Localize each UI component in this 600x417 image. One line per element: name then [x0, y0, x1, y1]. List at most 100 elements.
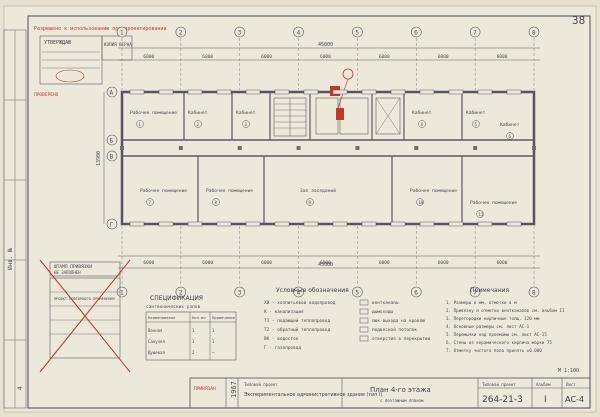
room-name: Кабинет — [236, 109, 256, 116]
spec-cell: — — [212, 350, 215, 355]
axis-bubble — [352, 286, 363, 298]
legend-item: Т2 - обратный теплопровод — [264, 326, 330, 333]
axis-bubble — [106, 150, 118, 162]
window — [187, 89, 203, 95]
title-sheet-name: План 4-го этажа — [370, 386, 431, 394]
room-number: 10 — [419, 200, 424, 205]
title-year: 1967 — [230, 381, 238, 398]
axis-label: 2 — [179, 30, 183, 37]
copy-stamp-text: КОПИЯ ВЕРНА — [104, 42, 132, 47]
axis-label: 5 — [355, 290, 359, 297]
note-item: 5. Перемычки над проемами см. лист АС-15 — [446, 332, 547, 337]
axis-label: 8 — [532, 30, 536, 37]
spec-cell: Душевая — [148, 350, 165, 355]
title-album-label: Альбом — [536, 382, 551, 387]
legend-item: вентканалы — [372, 301, 399, 306]
south-windows — [129, 221, 522, 227]
legend-symbol — [359, 326, 369, 333]
segment-dimension: 6000 — [320, 260, 331, 266]
axis-bubble — [469, 286, 481, 298]
room-number: 11 — [479, 212, 484, 217]
legend-item: отверстия в перекрытии — [372, 337, 431, 342]
axis-label: 3 — [238, 30, 242, 37]
specification-table: СПЕЦИФИКАЦИЯ сантехнических узлов Наимен… — [145, 295, 237, 361]
room-number: 1 — [139, 122, 142, 127]
window — [477, 89, 493, 95]
window — [390, 221, 406, 227]
axis-bubble — [175, 26, 187, 38]
note-item: 3. Перегородки кирпичные толщ. 120 мм — [446, 316, 540, 321]
room-number-marker — [418, 120, 426, 128]
axis-bubble — [106, 86, 118, 98]
side-inventory-number: 4 — [17, 386, 24, 390]
column — [178, 146, 183, 150]
room-number: 7 — [149, 200, 152, 205]
spec-cell: Ванная — [148, 328, 162, 333]
round-seal-icon — [55, 69, 85, 83]
approval-stamp-group: Разрешено к использованию при проектиров… — [34, 26, 166, 98]
room-labels: Рабочее помещение1Кабинет2Кабинет3Кабине… — [130, 109, 520, 218]
column — [355, 146, 360, 150]
notes: Примечания 1. Размеры в мм, отметки в м2… — [446, 287, 565, 353]
axis-label: 8 — [532, 290, 536, 297]
window — [274, 221, 290, 227]
window — [448, 221, 464, 227]
column — [237, 146, 242, 150]
title-block-frame — [189, 377, 591, 409]
red-correction-mark — [336, 108, 344, 120]
legend-items: ХВ - хозпитьевой водопровод К - канализац… — [264, 300, 336, 351]
room-number-marker — [476, 210, 484, 218]
axis-label: 3 — [238, 290, 242, 297]
room-number: 5 — [475, 122, 478, 127]
room-name: Рабочее помещение — [410, 187, 457, 194]
bottom-overall-dimension: 45000 — [318, 262, 333, 268]
window — [303, 89, 319, 95]
window — [361, 89, 377, 95]
room-number: 6 — [509, 134, 512, 139]
axis-bubble — [528, 286, 540, 298]
paper-sheet — [3, 5, 597, 413]
archive-stamp-text: ПРОВЕРЕНО — [34, 92, 59, 98]
spec-header: Примечание — [212, 315, 236, 320]
spec-cell: 1 — [212, 328, 215, 333]
axis-label: 7 — [473, 290, 477, 297]
legend-item: Т1 - подающий теплопровод — [264, 318, 330, 324]
axis-label: А — [110, 90, 114, 97]
legend-item: ХВ - хозпитьевой водопровод — [264, 300, 336, 306]
title-album: I — [544, 395, 547, 405]
title-building: Экспериментальное административное здани… — [244, 392, 382, 398]
window — [477, 221, 493, 227]
legend-item: ВК - водосток — [264, 336, 299, 342]
window — [303, 221, 319, 227]
axis-label: Б — [110, 138, 114, 145]
axis-bubble — [175, 286, 187, 298]
room-number: 8 — [215, 200, 218, 205]
room-name: Кабинет — [500, 121, 520, 128]
title-project-label: Типовой проект — [482, 382, 516, 387]
floor-plan: Рабочее помещение1Кабинет2Кабинет3Кабине… — [120, 68, 536, 227]
title-project-type: Типовой проект — [244, 382, 278, 387]
window — [216, 221, 232, 227]
crossed-stamp-line1: ШТАМП ПРИВЯЗКИ — [54, 264, 92, 270]
legend-item: подвесной потолок — [372, 327, 417, 333]
service-room — [375, 97, 401, 135]
room-number-marker — [506, 132, 514, 140]
room-number: 9 — [309, 200, 312, 205]
segment-dimension: 6000 — [202, 54, 213, 60]
legend-item: К - канализация — [264, 309, 304, 315]
scale-label: М 1:100 — [558, 368, 579, 374]
axis-bubble — [528, 26, 540, 38]
spec-cell: Санузел — [148, 339, 165, 344]
window — [158, 89, 174, 95]
legend-symbol — [359, 335, 369, 342]
depth-dimension: 13900 — [96, 151, 102, 166]
axis-label: 5 — [355, 30, 359, 37]
legend-symbol — [359, 308, 369, 315]
column — [532, 146, 536, 150]
room-name: Рабочее помещение — [470, 199, 517, 206]
shaft-cross — [375, 97, 401, 135]
window — [245, 221, 261, 227]
spec-cell: 2 — [192, 350, 195, 355]
